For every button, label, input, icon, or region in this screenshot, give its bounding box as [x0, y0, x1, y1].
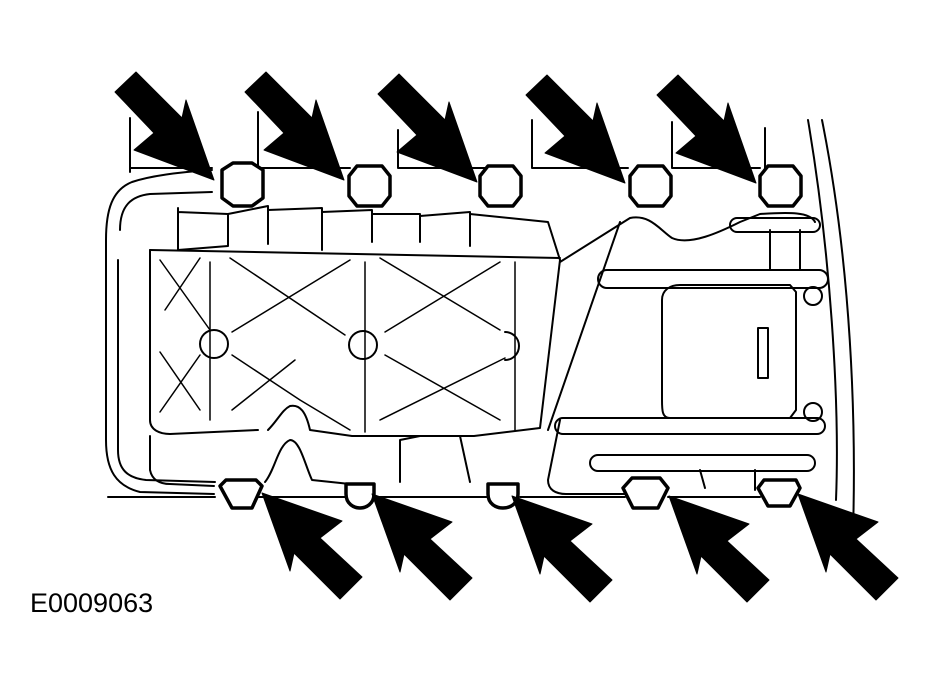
top-bolt-5: [758, 164, 803, 208]
bottom-arrow-3: [511, 495, 613, 603]
bottom-arrow-4: [668, 495, 770, 603]
bottom-arrows: [261, 492, 899, 603]
top-arrows: [114, 71, 757, 184]
engine-block-outline: [107, 111, 855, 561]
bottom-arrow-5: [797, 493, 899, 601]
top-bolt-3: [478, 164, 523, 208]
top-arrow-5: [656, 74, 757, 184]
bottom-bolt-1: [218, 478, 264, 510]
bottom-arrow-2: [371, 493, 473, 601]
top-arrow-1: [114, 71, 215, 181]
bottom-bolt-5: [756, 478, 802, 508]
top-arrow-2: [244, 71, 345, 181]
bottom-bolt-4: [621, 476, 670, 510]
bottom-bolt-3: [486, 482, 520, 510]
top-bolts: [220, 161, 803, 208]
top-bolt-2: [347, 164, 392, 208]
oil-pan: [105, 169, 829, 495]
bottom-arrow-1: [261, 492, 363, 600]
bottom-bolt-2: [344, 482, 376, 510]
top-bolt-4: [628, 164, 673, 208]
figure-id-label: E0009063: [30, 588, 154, 618]
top-arrow-4: [525, 74, 626, 184]
top-bolt-1: [220, 161, 265, 208]
bottom-bolts: [218, 476, 802, 510]
top-arrow-3: [377, 73, 478, 183]
